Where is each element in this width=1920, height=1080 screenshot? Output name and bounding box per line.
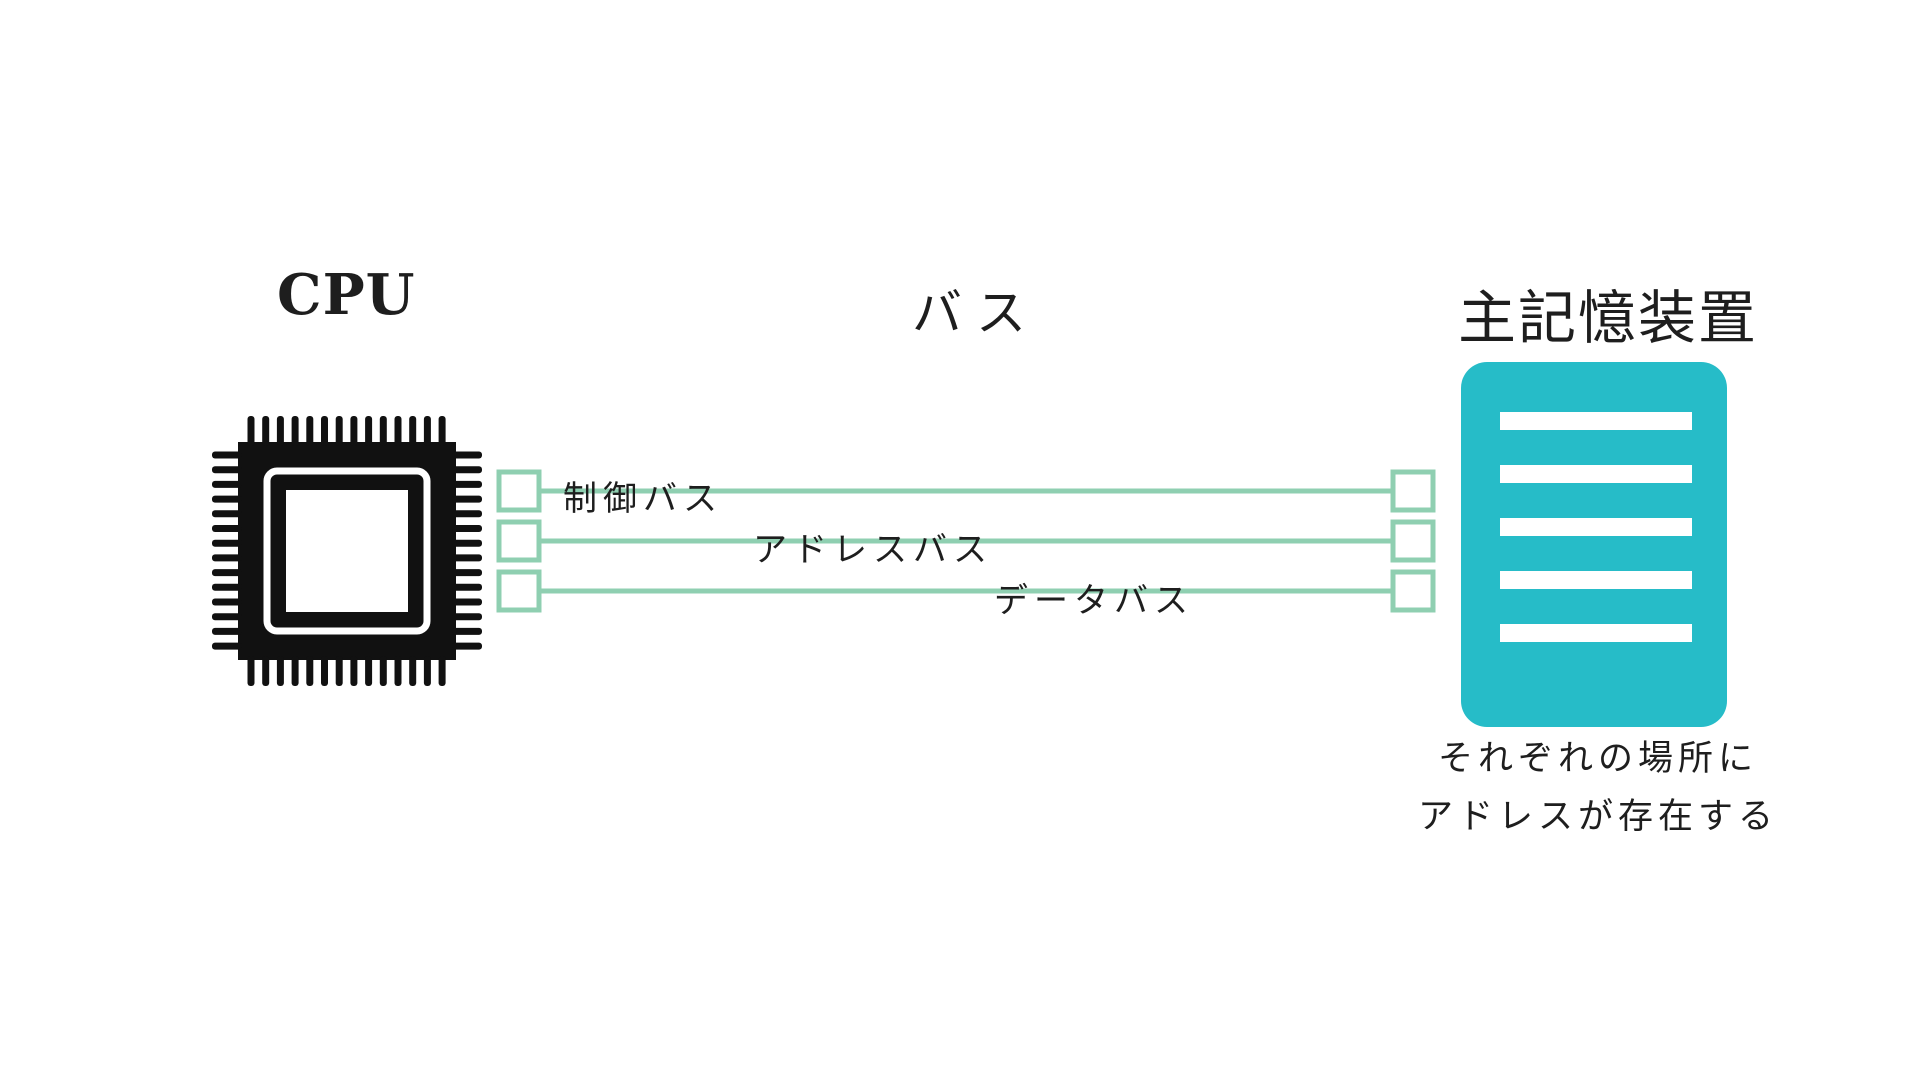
cpu-pin-bottom bbox=[291, 656, 299, 686]
cpu-pin-bottom bbox=[350, 656, 358, 686]
cpu-pin-bottom bbox=[438, 656, 446, 686]
memory-line bbox=[1500, 518, 1692, 536]
memory-title: 主記憶装置 bbox=[1458, 284, 1759, 352]
cpu-pin-right bbox=[452, 569, 482, 577]
memory-line bbox=[1500, 412, 1692, 430]
cpu-pin-top bbox=[262, 416, 270, 446]
address-bus-cpu-port bbox=[496, 519, 542, 563]
cpu-pin-left bbox=[212, 510, 242, 518]
cpu-pin-left bbox=[212, 627, 242, 635]
cpu-pin-top bbox=[276, 416, 284, 446]
cpu-pin-right bbox=[452, 495, 482, 503]
cpu-pin-top bbox=[379, 416, 387, 446]
cpu-pin-right bbox=[452, 583, 482, 591]
cpu-pin-right bbox=[452, 613, 482, 621]
cpu-pin-top bbox=[365, 416, 373, 446]
cpu-pin-top bbox=[335, 416, 343, 446]
cpu-pin-bottom bbox=[409, 656, 417, 686]
cpu-pin-bottom bbox=[276, 656, 284, 686]
cpu-title: CPU bbox=[277, 262, 416, 328]
cpu-pin-left bbox=[212, 554, 242, 562]
cpu-chip-pins bbox=[212, 416, 482, 686]
cpu-pin-bottom bbox=[394, 656, 402, 686]
bus-lines bbox=[496, 469, 1436, 613]
cpu-pin-left bbox=[212, 598, 242, 606]
cpu-pin-bottom bbox=[321, 656, 328, 686]
memory-document-icon bbox=[1461, 362, 1727, 727]
address-bus-label: アドレスバス bbox=[753, 530, 993, 570]
cpu-pin-left bbox=[212, 583, 242, 591]
cpu-pin-right bbox=[452, 510, 482, 518]
cpu-pin-right bbox=[452, 554, 482, 562]
memory-caption-line-2: アドレスが存在する bbox=[1418, 797, 1779, 837]
cpu-pin-top bbox=[321, 416, 328, 446]
data-bus-memory-port bbox=[1390, 569, 1436, 613]
cpu-pin-left bbox=[212, 539, 242, 547]
cpu-chip-inner-frame bbox=[263, 467, 431, 635]
cpu-pin-right bbox=[452, 480, 482, 488]
cpu-pin-top bbox=[291, 416, 299, 446]
cpu-pin-bottom bbox=[247, 656, 255, 686]
cpu-pin-left bbox=[212, 466, 242, 474]
control-bus-memory-port bbox=[1390, 469, 1436, 513]
cpu-pin-right bbox=[452, 598, 482, 606]
cpu-pin-left bbox=[212, 613, 242, 621]
data-bus-label: データバス bbox=[994, 581, 1194, 621]
memory-caption: それぞれの場所に アドレスが存在する bbox=[1418, 730, 1778, 846]
cpu-pin-top bbox=[423, 416, 431, 446]
data-bus-cpu-port bbox=[496, 569, 542, 613]
cpu-pin-left bbox=[212, 480, 242, 488]
cpu-pin-top bbox=[247, 416, 255, 446]
cpu-pin-top bbox=[394, 416, 402, 446]
cpu-pin-top bbox=[306, 416, 314, 446]
cpu-pin-top bbox=[350, 416, 358, 446]
control-bus-cpu-port bbox=[496, 469, 542, 513]
memory-line bbox=[1500, 465, 1692, 483]
cpu-pin-right bbox=[452, 451, 482, 459]
cpu-pin-left bbox=[212, 495, 242, 503]
cpu-pin-bottom bbox=[335, 656, 343, 686]
cpu-chip-icon bbox=[212, 416, 482, 686]
address-bus-memory-port bbox=[1390, 519, 1436, 563]
memory-line bbox=[1500, 571, 1692, 589]
cpu-pin-bottom bbox=[262, 656, 270, 686]
memory-caption-line-1: それぞれの場所に bbox=[1437, 739, 1758, 779]
cpu-pin-left bbox=[212, 642, 242, 650]
cpu-chip-core bbox=[280, 484, 414, 618]
cpu-pin-left bbox=[212, 525, 242, 532]
cpu-pin-left bbox=[212, 569, 242, 577]
cpu-pin-right bbox=[452, 525, 482, 532]
bus-title: バス bbox=[912, 284, 1040, 342]
control-bus-label: 制御バス bbox=[563, 479, 723, 519]
cpu-pin-bottom bbox=[365, 656, 373, 686]
cpu-pin-bottom bbox=[423, 656, 431, 686]
cpu-pin-bottom bbox=[306, 656, 314, 686]
memory-line bbox=[1500, 624, 1692, 642]
cpu-pin-top bbox=[438, 416, 446, 446]
cpu-pin-bottom bbox=[379, 656, 387, 686]
cpu-pin-top bbox=[409, 416, 417, 446]
cpu-pin-right bbox=[452, 539, 482, 547]
cpu-pin-right bbox=[452, 627, 482, 635]
cpu-pin-right bbox=[452, 466, 482, 474]
cpu-pin-right bbox=[452, 642, 482, 650]
cpu-pin-left bbox=[212, 451, 242, 459]
